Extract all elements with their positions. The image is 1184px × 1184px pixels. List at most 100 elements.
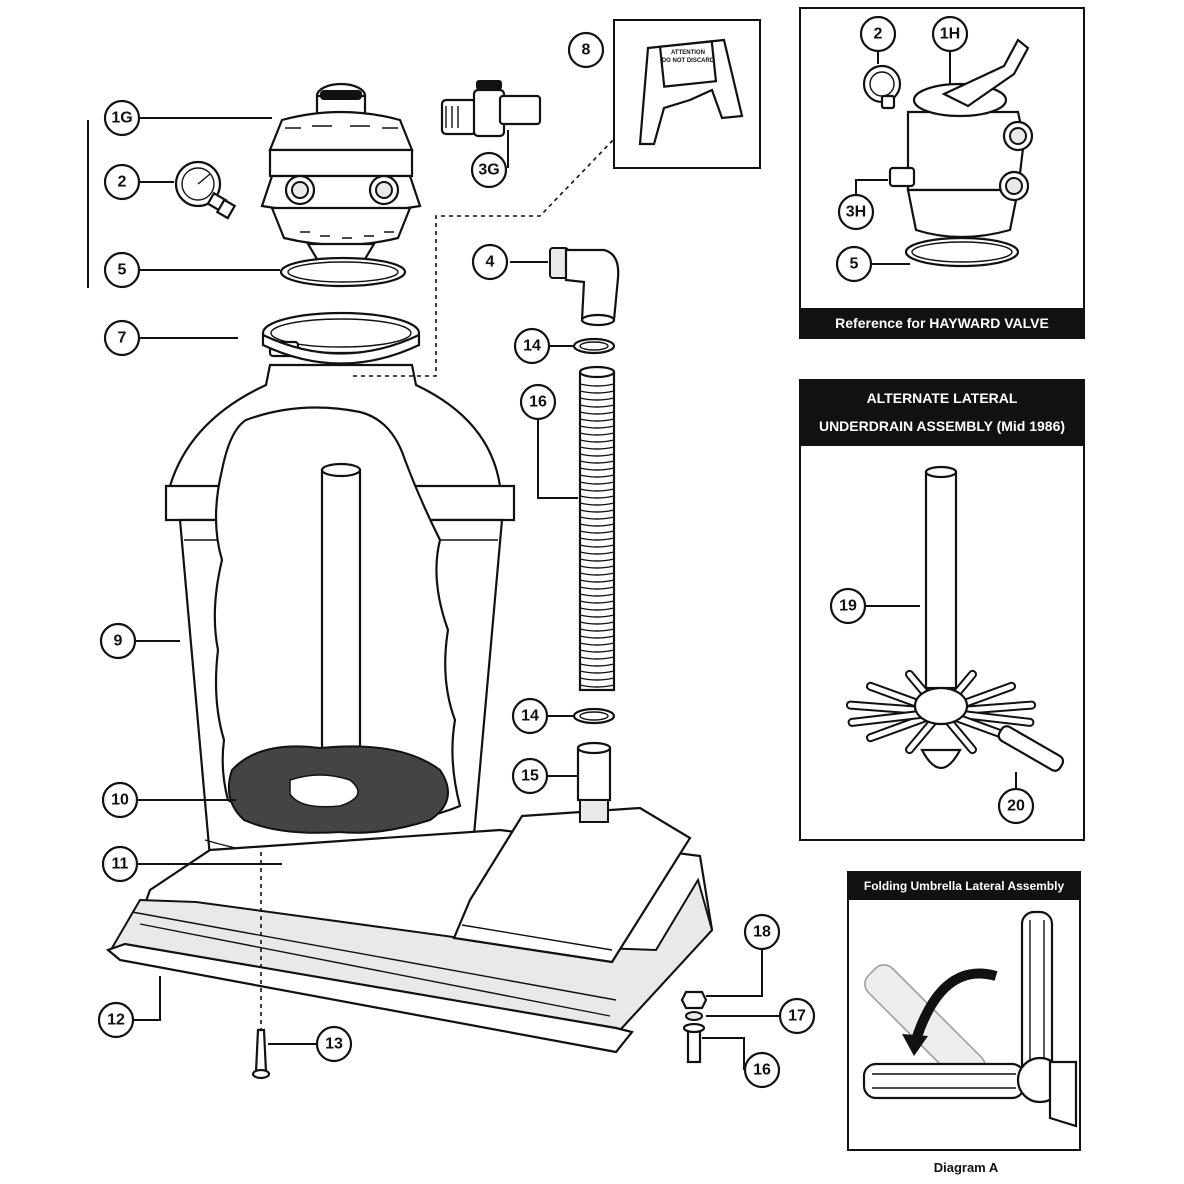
- hose-rib: [579, 663, 615, 667]
- svg-text:7: 7: [118, 330, 127, 347]
- alternate-title-line2: UNDERDRAIN ASSEMBLY (Mid 1986): [819, 418, 1065, 434]
- hose-rib: [579, 558, 615, 562]
- hose-rib: [579, 572, 615, 576]
- hose-rib: [579, 586, 615, 590]
- svg-text:18: 18: [753, 924, 771, 941]
- hose-rib: [579, 474, 615, 478]
- flex-hose: [578, 365, 616, 692]
- hose-rib: [579, 649, 615, 653]
- svg-text:13: 13: [325, 1036, 343, 1053]
- svg-text:12: 12: [107, 1012, 125, 1029]
- o-ring-main: [279, 256, 407, 288]
- base-screw: [251, 1028, 271, 1080]
- svg-text:15: 15: [521, 768, 539, 785]
- callout-20: 20: [997, 787, 1035, 825]
- callout-1g: 1G: [103, 99, 141, 137]
- o-ring-hose-bottom: [572, 707, 616, 725]
- svg-text:14: 14: [521, 708, 539, 725]
- hose-rib: [579, 670, 615, 674]
- hose-rib: [579, 642, 615, 646]
- hayward-valve-panel: Reference for HAYWARD VALVE: [799, 7, 1085, 339]
- callout-12: 12: [97, 1001, 135, 1039]
- hose-rib: [579, 383, 615, 387]
- svg-text:2: 2: [874, 26, 883, 43]
- callout-5-hayward: 5: [835, 245, 873, 283]
- svg-text:8: 8: [582, 42, 591, 59]
- hose-rib: [579, 481, 615, 485]
- hose-rib: [579, 439, 615, 443]
- svg-text:4: 4: [486, 254, 495, 271]
- hose-rib: [579, 628, 615, 632]
- svg-text:11: 11: [112, 856, 129, 873]
- hose-rib: [579, 600, 615, 604]
- multiport-valve-1g: [260, 82, 422, 266]
- hose-rib: [579, 488, 615, 492]
- o-ring-hose-top: [572, 337, 616, 355]
- callout-7: 7: [103, 319, 141, 357]
- hose-rib: [579, 593, 615, 597]
- svg-text:1H: 1H: [940, 26, 960, 43]
- callout-8: 8: [567, 31, 605, 69]
- callout-15: 15: [511, 757, 549, 795]
- hose-rib: [579, 544, 615, 548]
- svg-text:16: 16: [529, 394, 547, 411]
- hose-rib: [579, 607, 615, 611]
- hose-rib: [579, 446, 615, 450]
- leader-lines: [132, 52, 1017, 1070]
- callout-5-main: 5: [103, 251, 141, 289]
- callout-16-hose: 16: [519, 383, 557, 421]
- svg-text:19: 19: [839, 598, 857, 615]
- pipe-adapter: [576, 741, 612, 823]
- pressure-gauge-main: [174, 160, 237, 220]
- hose-rib: [579, 411, 615, 415]
- svg-text:9: 9: [114, 633, 123, 650]
- hose-rib: [579, 495, 615, 499]
- hose-rib: [579, 397, 615, 401]
- hose-rib: [579, 502, 615, 506]
- hose-rib: [579, 656, 615, 660]
- svg-text:3H: 3H: [846, 204, 866, 221]
- svg-text:16: 16: [753, 1062, 771, 1079]
- hose-rib: [579, 579, 615, 583]
- callout-10: 10: [101, 781, 139, 819]
- svg-text:17: 17: [788, 1008, 806, 1025]
- svg-text:14: 14: [523, 338, 541, 355]
- callout-17: 17: [778, 997, 816, 1035]
- sign-line-2: DO NOT DISCARD: [662, 58, 715, 64]
- hose-rib: [579, 460, 615, 464]
- hose-rib: [579, 635, 615, 639]
- svg-text:10: 10: [111, 792, 129, 809]
- umbrella-lateral-panel: Folding Umbrella Lateral Assembly Diagra…: [847, 871, 1081, 1175]
- callout-3h: 3H: [837, 193, 875, 231]
- hose-rib: [579, 425, 615, 429]
- elbow-fitting: [549, 247, 620, 327]
- callout-14-bottom: 14: [511, 697, 549, 735]
- hose-rib: [579, 614, 615, 618]
- callout-11: 11: [101, 845, 139, 883]
- hose-rib: [579, 684, 615, 688]
- callout-18: 18: [743, 913, 781, 951]
- hose-rib: [579, 551, 615, 555]
- hose-rib: [579, 523, 615, 527]
- hose-rib: [579, 390, 615, 394]
- callout-9: 9: [99, 622, 137, 660]
- callout-3g: 3G: [470, 151, 508, 189]
- hayward-caption: Reference for HAYWARD VALVE: [835, 315, 1049, 331]
- hose-rib: [579, 453, 615, 457]
- svg-text:20: 20: [1007, 798, 1025, 815]
- callout-14-top: 14: [513, 327, 551, 365]
- nut-washer-bolt: [680, 990, 708, 1064]
- callout-2-main: 2: [103, 163, 141, 201]
- callout-2-hayward: 2: [859, 15, 897, 53]
- warning-sign-box: ATTENTION DO NOT DISCARD: [613, 19, 761, 169]
- hose-rib: [579, 537, 615, 541]
- bulkhead-fitting: [440, 80, 542, 138]
- hose-rib: [579, 404, 615, 408]
- hose-rib: [579, 565, 615, 569]
- umbrella-title: Folding Umbrella Lateral Assembly: [864, 879, 1065, 893]
- svg-text:5: 5: [850, 256, 859, 273]
- hose-rib: [579, 621, 615, 625]
- callout-4: 4: [471, 243, 509, 281]
- diagram-caption: Diagram A: [934, 1160, 999, 1175]
